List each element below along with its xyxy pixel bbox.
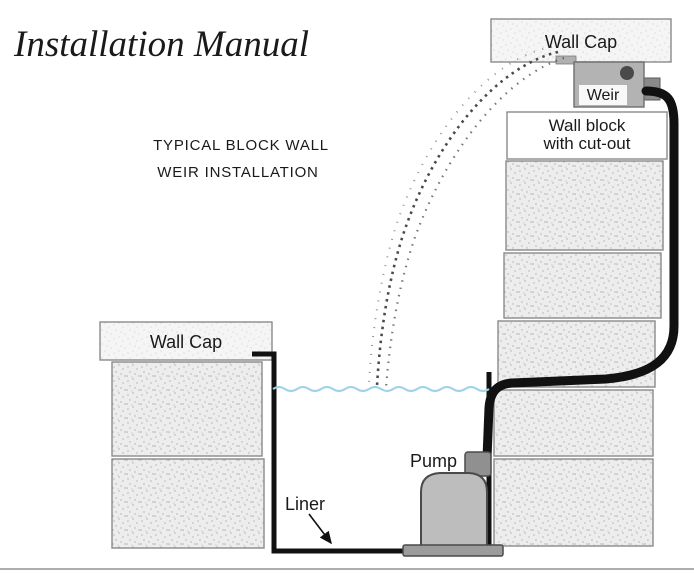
left-wall-block-1 <box>111 361 263 457</box>
left-wall-stack: Wall Cap <box>99 321 273 549</box>
spray-stream-main <box>375 50 559 387</box>
weir-knob <box>620 66 634 80</box>
right-wall-block-5 <box>493 458 654 547</box>
left-wall-cap-block <box>99 321 273 361</box>
right-wall-block-2 <box>503 252 662 319</box>
weir-spout-lip <box>555 55 577 65</box>
left-wall-cap-label: Wall Cap <box>150 332 222 352</box>
page-title: Installation Manual <box>13 24 309 65</box>
subtitle-line2: WEIR INSTALLATION <box>157 164 318 181</box>
pump-tubing <box>482 86 679 463</box>
wall-block-label-line2: with cut-out <box>543 134 631 153</box>
right-wall-cap-label: Wall Cap <box>545 32 617 52</box>
pump-label: Pump <box>410 451 457 471</box>
weir-label-background <box>579 85 627 105</box>
liner-label: Liner <box>285 494 325 514</box>
wall-block-label-line1: Wall block <box>549 116 626 135</box>
right-wall-stack: Weir Wall block with cut-out Wall Cap <box>490 18 672 547</box>
water-surface <box>272 386 490 392</box>
subtitle-line1: TYPICAL BLOCK WALL <box>153 137 329 154</box>
spray-stream-outer <box>368 46 553 384</box>
wall-block-cutout <box>506 111 668 160</box>
pump-body <box>420 472 488 548</box>
pump-base-plate <box>402 544 504 557</box>
liner-arrow <box>308 513 332 545</box>
right-wall-block-4 <box>493 389 654 457</box>
weir-label: Weir <box>587 87 620 104</box>
right-wall-cap-block <box>490 18 672 63</box>
right-wall-block-1 <box>505 160 664 251</box>
pump: Pump <box>402 451 504 557</box>
liner-callout: Liner <box>285 494 332 545</box>
liner-line <box>252 351 492 554</box>
left-wall-block-2 <box>111 458 265 549</box>
water-spray-arc <box>368 46 565 389</box>
